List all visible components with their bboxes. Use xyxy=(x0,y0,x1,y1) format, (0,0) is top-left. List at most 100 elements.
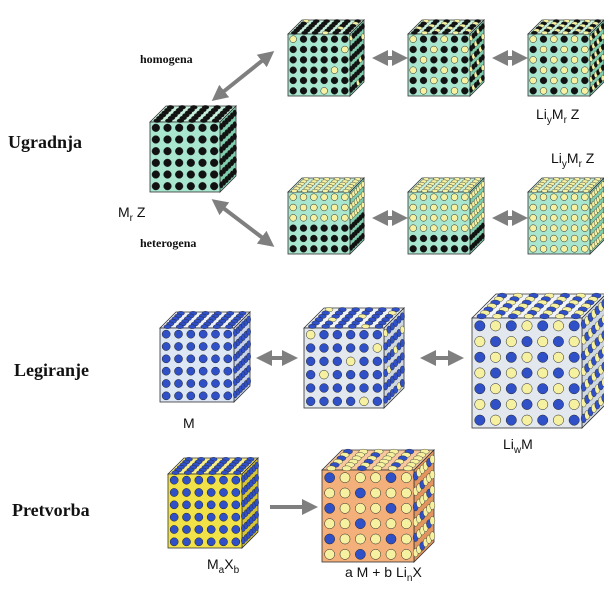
homogeneous-cube-2-atom xyxy=(480,74,485,82)
alloy-cube-1-atom xyxy=(186,354,196,364)
heterogeneous-cube-1-atom xyxy=(341,234,349,243)
alloy-cube-2-atom xyxy=(346,330,356,340)
alloy-cube-1-atom xyxy=(186,391,196,401)
alloy-cube-1-atom xyxy=(223,379,233,388)
homogeneous-cube-3-atom xyxy=(539,56,548,64)
alloy-cube-1-atom xyxy=(198,342,208,351)
conversion-cube-2-atom xyxy=(429,500,436,510)
host-cube-atom xyxy=(163,158,172,167)
heterogeneous-cube-2-atom xyxy=(409,203,417,212)
homogeneous-cube-3-atom xyxy=(539,76,548,85)
homogeneous-cube-1-atom xyxy=(299,56,308,64)
homogeneous-cube-1-atom xyxy=(360,64,365,71)
alloy-cube-2-atom xyxy=(399,312,405,321)
homogeneous-cube-1-atom xyxy=(330,56,339,64)
alloy-cube-2-atom xyxy=(321,323,330,329)
conversion-cube-2-atom xyxy=(385,503,397,514)
formula-mrz: Mr Z xyxy=(118,204,146,224)
alloy-cube-3-atom xyxy=(568,336,580,348)
heterogeneous-cube-1-atom xyxy=(341,224,349,232)
heterogeneous-cube-2-atom xyxy=(409,214,417,222)
conversion-cube-2-atom xyxy=(355,549,366,560)
host-cube-atom xyxy=(188,118,196,123)
heterogeneous-cube-3-atom xyxy=(539,203,548,212)
homogeneous-cube-3-atom xyxy=(560,66,568,74)
host-cube-atom xyxy=(175,182,184,191)
homogeneous-cube-2-atom xyxy=(461,76,469,85)
conversion-cube-1-atom xyxy=(169,525,179,534)
conversion-cube-1-atom xyxy=(182,512,191,522)
alloy-cube-1-atom xyxy=(186,379,196,388)
conversion-cube-2-atom xyxy=(341,465,352,472)
alloy-cube-2-atom xyxy=(372,370,382,380)
host-cube-atom xyxy=(186,135,195,144)
host-cube-atom xyxy=(200,118,208,123)
homogeneous-cube-3-atom xyxy=(600,54,604,61)
homogeneous-cube-3-atom xyxy=(550,87,558,95)
conversion-cube-2-atom xyxy=(429,485,436,495)
arrow-homogena xyxy=(211,51,275,101)
alloy-cube-3-atom xyxy=(476,313,487,320)
heterogeneous-cube-1-atom xyxy=(311,188,319,193)
heterogeneous-cube-1-atom xyxy=(360,181,365,188)
homogeneous-cube-1-atom xyxy=(310,45,318,54)
homogeneous-cube-1-atom xyxy=(341,45,349,54)
alloy-cube-1-atom xyxy=(246,365,251,373)
heterogeneous-cube-1-atom xyxy=(289,245,297,253)
alloy-cube-1-atom xyxy=(198,379,208,388)
host-cube-front xyxy=(149,121,221,193)
homogeneous-cube-2-atom xyxy=(440,66,448,74)
heterogeneous-cube-3-atom xyxy=(560,193,568,201)
homogeneous-cube-3-atom xyxy=(581,66,589,74)
conversion-cube-1-atom xyxy=(196,470,205,475)
alloy-cube-3-atom xyxy=(474,320,486,332)
alloy-cube-2-atom xyxy=(399,379,405,387)
alloy-cube-2-atom xyxy=(319,370,329,380)
conversion-cube-2-atom xyxy=(355,533,366,545)
alloy-cube-3-atom xyxy=(568,351,580,363)
heterogeneous-cube-3-atom xyxy=(581,203,589,212)
homogeneous-cube-1-atom xyxy=(330,35,339,43)
homogeneous-cube-1-atom xyxy=(299,66,308,74)
conversion-cube-2-atom xyxy=(370,487,381,499)
conversion-cube-1-atom xyxy=(231,475,241,485)
heterogeneous-cube-3-atom xyxy=(581,245,589,253)
heterogeneous-cube-1-atom xyxy=(299,203,308,212)
homogeneous-cube-2-atom xyxy=(409,35,417,43)
alloy-cube-3-atom xyxy=(521,398,533,410)
heterogeneous-cube-2-atom xyxy=(409,234,417,243)
host-cube-atom xyxy=(198,147,207,156)
homogeneous-cube-2-atom xyxy=(440,76,448,85)
homogeneous-cube-1-atom xyxy=(332,30,339,35)
heterogeneous-cube-1-atom xyxy=(310,234,318,243)
conversion-cube-1-atom xyxy=(231,537,241,547)
heterogeneous-cube-2-atom xyxy=(480,232,485,240)
alloy-cube-1-atom xyxy=(246,340,251,348)
alloy-cube-3-atom xyxy=(490,383,502,395)
conversion-cube-1-atom xyxy=(194,512,204,522)
alloy-cube-1-atom xyxy=(211,379,220,388)
alloy-cube-2-atom xyxy=(306,343,316,353)
alloy-cube-1-atom xyxy=(225,324,234,329)
homogeneous-cube-3-atom xyxy=(560,35,568,43)
heterogeneous-cube-1-atom xyxy=(299,234,308,243)
conversion-cube-1-atom xyxy=(206,525,216,534)
homogeneous-cube-1-atom xyxy=(320,45,328,54)
heterogeneous-cube-3-atom xyxy=(560,214,568,222)
heterogeneous-cube-2-atom xyxy=(409,193,417,201)
heterogeneous-cube-1-atom xyxy=(341,193,349,201)
conversion-cube-1-atom xyxy=(169,512,179,522)
homogeneous-cube-1-atom xyxy=(310,87,318,95)
heterogeneous-cube-2-atom xyxy=(450,193,459,201)
homogeneous-cube-1-atom xyxy=(301,30,308,35)
homogeneous-cube-3-atom xyxy=(570,66,579,74)
heterogeneous-cube-3-atom xyxy=(581,193,589,201)
formula-liymrz-mid: LiyMr Z xyxy=(551,150,595,170)
alloy-cube-2-atom xyxy=(332,330,342,340)
path-label-homogena: homogena xyxy=(140,52,193,66)
conversion-cube-2-atom xyxy=(429,470,436,480)
formula-liwm: LiwM xyxy=(503,436,533,456)
heterogeneous-cube-1-atom xyxy=(320,193,328,201)
host-cube-atom xyxy=(175,135,184,144)
alloy-cube-1-atom xyxy=(223,366,233,376)
